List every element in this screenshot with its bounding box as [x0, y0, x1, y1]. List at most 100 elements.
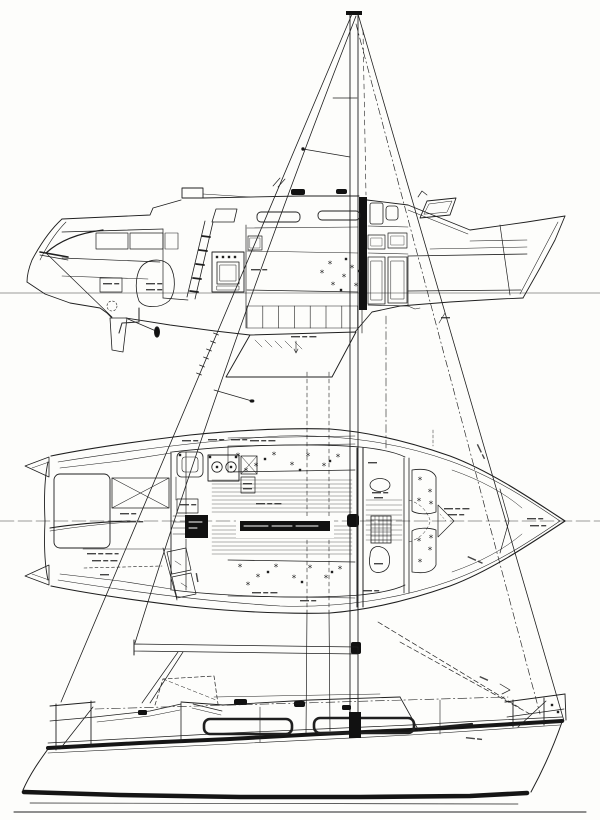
horn-inner — [31, 461, 50, 469]
mast-partners — [349, 712, 361, 738]
burner-centers — [215, 465, 219, 469]
ladder-rung — [189, 290, 199, 293]
halyard-fall — [328, 609, 331, 732]
stem-inner — [519, 221, 559, 295]
door-tall-inner — [390, 260, 405, 300]
sheet-dashed — [377, 621, 521, 709]
wc-label — [374, 497, 383, 499]
pilot-berth-label — [250, 440, 259, 442]
stay-text — [467, 556, 483, 564]
cabin-winch — [294, 701, 305, 707]
fwd-shelf — [469, 239, 528, 242]
pilot-berth-line — [227, 435, 356, 439]
foredeck — [469, 215, 566, 231]
cockpit-seat — [61, 228, 164, 233]
stove-plan — [207, 454, 240, 482]
bow-label — [530, 525, 539, 527]
icebox-x — [240, 455, 258, 475]
exterior-profile — [21, 639, 567, 805]
transom-horn — [24, 456, 50, 478]
hanging-locker-label — [363, 590, 380, 592]
engine — [135, 259, 175, 308]
engine-label — [146, 289, 163, 291]
stern-pulpit-rail — [49, 716, 96, 722]
sprayhood-dashed — [154, 675, 219, 706]
builder-note — [309, 336, 317, 338]
port-settee-stars: * — [254, 462, 259, 472]
quarterberth-label — [110, 560, 118, 562]
rudder-stock — [46, 253, 113, 318]
hull-bottom-fwd — [354, 297, 524, 333]
icebox — [240, 455, 258, 475]
wc-label — [374, 497, 383, 499]
port-settee-stars: * — [236, 452, 241, 462]
engine-label — [157, 283, 163, 285]
jib-luff — [355, 23, 541, 715]
cabin-window — [256, 211, 301, 223]
door-rail — [367, 252, 409, 255]
stay-tick — [199, 364, 205, 368]
mast-section — [347, 514, 359, 527]
vberth-stars: * — [417, 537, 422, 547]
stay-text — [467, 556, 477, 561]
foredeck-line — [418, 721, 561, 732]
tank-label — [103, 283, 112, 285]
bow-shelf — [451, 469, 523, 509]
note-marks — [441, 317, 450, 319]
stay-tick — [203, 356, 209, 360]
arrangement-plan: ************************ — [24, 428, 566, 614]
basin-label — [374, 563, 383, 565]
pulpit-fittings — [556, 710, 560, 714]
hull-bottom-mid — [125, 317, 251, 336]
cushion-dash — [174, 560, 182, 566]
door-tall — [367, 256, 386, 305]
forestay — [357, 13, 565, 722]
berth-label — [100, 574, 109, 576]
quarterberth-label — [92, 560, 118, 562]
window-aft — [202, 717, 294, 736]
port-settee-buttons — [328, 459, 332, 463]
galley-locker — [247, 235, 263, 251]
stowage-label — [270, 592, 278, 594]
stay-tick — [210, 340, 216, 344]
pilot-berth-label — [250, 440, 276, 442]
vberth-cushion — [411, 527, 437, 574]
stove-label — [251, 269, 260, 271]
vberth-mattress — [429, 246, 528, 250]
transom-horn — [24, 564, 50, 586]
stay-tick — [213, 332, 219, 336]
door-swing — [408, 499, 431, 521]
fwd-cabin-top — [366, 199, 409, 206]
oven-inner — [219, 264, 237, 282]
door-swing — [408, 521, 431, 543]
cushion-stars: * — [328, 260, 333, 270]
bow-label — [538, 518, 544, 520]
stove-knobs — [215, 255, 219, 259]
dashed-detail — [106, 300, 118, 312]
vberth-stars: * — [418, 476, 423, 486]
sprayhood-diag — [162, 678, 217, 701]
coaming-plan — [59, 452, 172, 469]
vberth-stars: * — [418, 558, 423, 568]
window-fwd — [312, 716, 416, 735]
keel-hatch — [264, 339, 273, 348]
ladder-rung — [195, 263, 205, 266]
fwd-window — [369, 202, 384, 225]
shelf — [246, 226, 359, 229]
foredeck-hatch — [419, 197, 457, 219]
port-settee-stars: * — [290, 461, 295, 471]
locker-label — [120, 513, 129, 515]
chain-locker-bhd — [499, 224, 511, 296]
tank-box — [99, 277, 123, 293]
ladder-rung — [201, 235, 211, 238]
bow-label — [530, 525, 547, 527]
stove — [211, 251, 245, 293]
hanging-locker-label — [363, 590, 372, 592]
settee-front — [227, 469, 356, 473]
berth-label — [100, 574, 109, 576]
bin-label — [180, 504, 197, 506]
seat-locker — [111, 477, 170, 509]
vberth-stars: * — [429, 534, 434, 544]
cabin-front — [399, 696, 420, 732]
